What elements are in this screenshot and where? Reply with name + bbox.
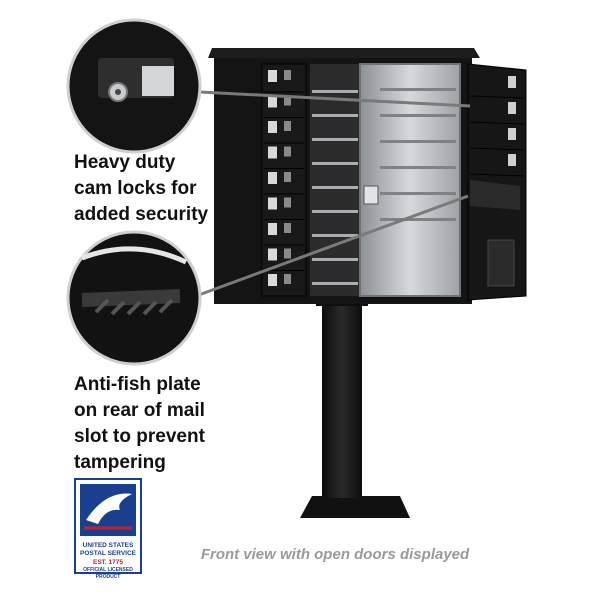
- door-lock-icon: [268, 248, 277, 261]
- shelf: [380, 218, 456, 221]
- door-lock-icon: [268, 146, 277, 159]
- left-door-column: [261, 63, 307, 297]
- door-number-plate: [284, 197, 291, 208]
- image-caption: Front view with open doors displayed: [200, 546, 470, 563]
- door-number-plate: [284, 274, 291, 284]
- door-number-plate: [284, 223, 291, 233]
- shelf: [380, 140, 456, 143]
- pedestal-post: [322, 298, 362, 498]
- callout-line-cam-lock: [199, 90, 471, 108]
- usps-line-3: EST. 1775: [93, 559, 123, 566]
- shelf: [380, 114, 456, 117]
- door-lock-icon: [268, 121, 277, 133]
- door-number-plate: [284, 121, 291, 131]
- callout-line-anti-fish: [195, 194, 469, 298]
- door-lock-icon: [268, 172, 277, 184]
- door-number-plate: [284, 172, 291, 182]
- door-lock-icon: [508, 128, 516, 140]
- anti-fish-plate-closeup: [66, 230, 202, 366]
- door-lock-icon: [268, 70, 277, 82]
- shelf: [312, 90, 358, 93]
- shelf: [380, 166, 456, 169]
- open-compartment: [310, 64, 360, 296]
- shelf: [312, 162, 358, 165]
- door-lock-icon: [268, 95, 277, 108]
- callout-cam-locks: Heavy duty cam locks for added security: [74, 152, 209, 225]
- door-lock-icon: [268, 274, 277, 286]
- shelf: [312, 138, 358, 141]
- door-lock-icon: [268, 197, 277, 210]
- eagle-icon: [80, 484, 136, 536]
- usps-line-1: UNITED STATES: [82, 542, 134, 549]
- usps-logo: UNITED STATES POSTAL SERVICE EST. 1775 O…: [74, 478, 142, 580]
- shelf: [312, 114, 358, 117]
- door-number-plate: [284, 70, 291, 80]
- door-number-plate: [284, 95, 291, 106]
- pedestal-base: [300, 496, 410, 518]
- cam-lock-closeup: [66, 18, 202, 154]
- parcel-compartment: [359, 63, 461, 297]
- usps-line-2: POSTAL SERVICE: [80, 550, 136, 557]
- shelf: [380, 88, 456, 91]
- door-number-plate: [284, 248, 291, 259]
- door-lock-icon: [508, 102, 516, 114]
- door-lock-icon: [268, 223, 277, 235]
- shelf: [380, 192, 456, 195]
- shelf: [312, 234, 358, 237]
- shelf: [312, 186, 358, 189]
- shelf: [312, 210, 358, 213]
- door-lock-icon: [508, 154, 516, 166]
- usps-line-4: OFFICIAL LICENSED PRODUCT: [83, 567, 133, 580]
- door-lock-icon: [508, 76, 516, 88]
- door-number-plate: [284, 146, 291, 157]
- shelf: [312, 282, 358, 285]
- mailbox-top: [208, 48, 480, 58]
- shelf: [312, 258, 358, 261]
- callout-anti-fish: Anti-fish plate on rear of mail slot to …: [74, 374, 205, 473]
